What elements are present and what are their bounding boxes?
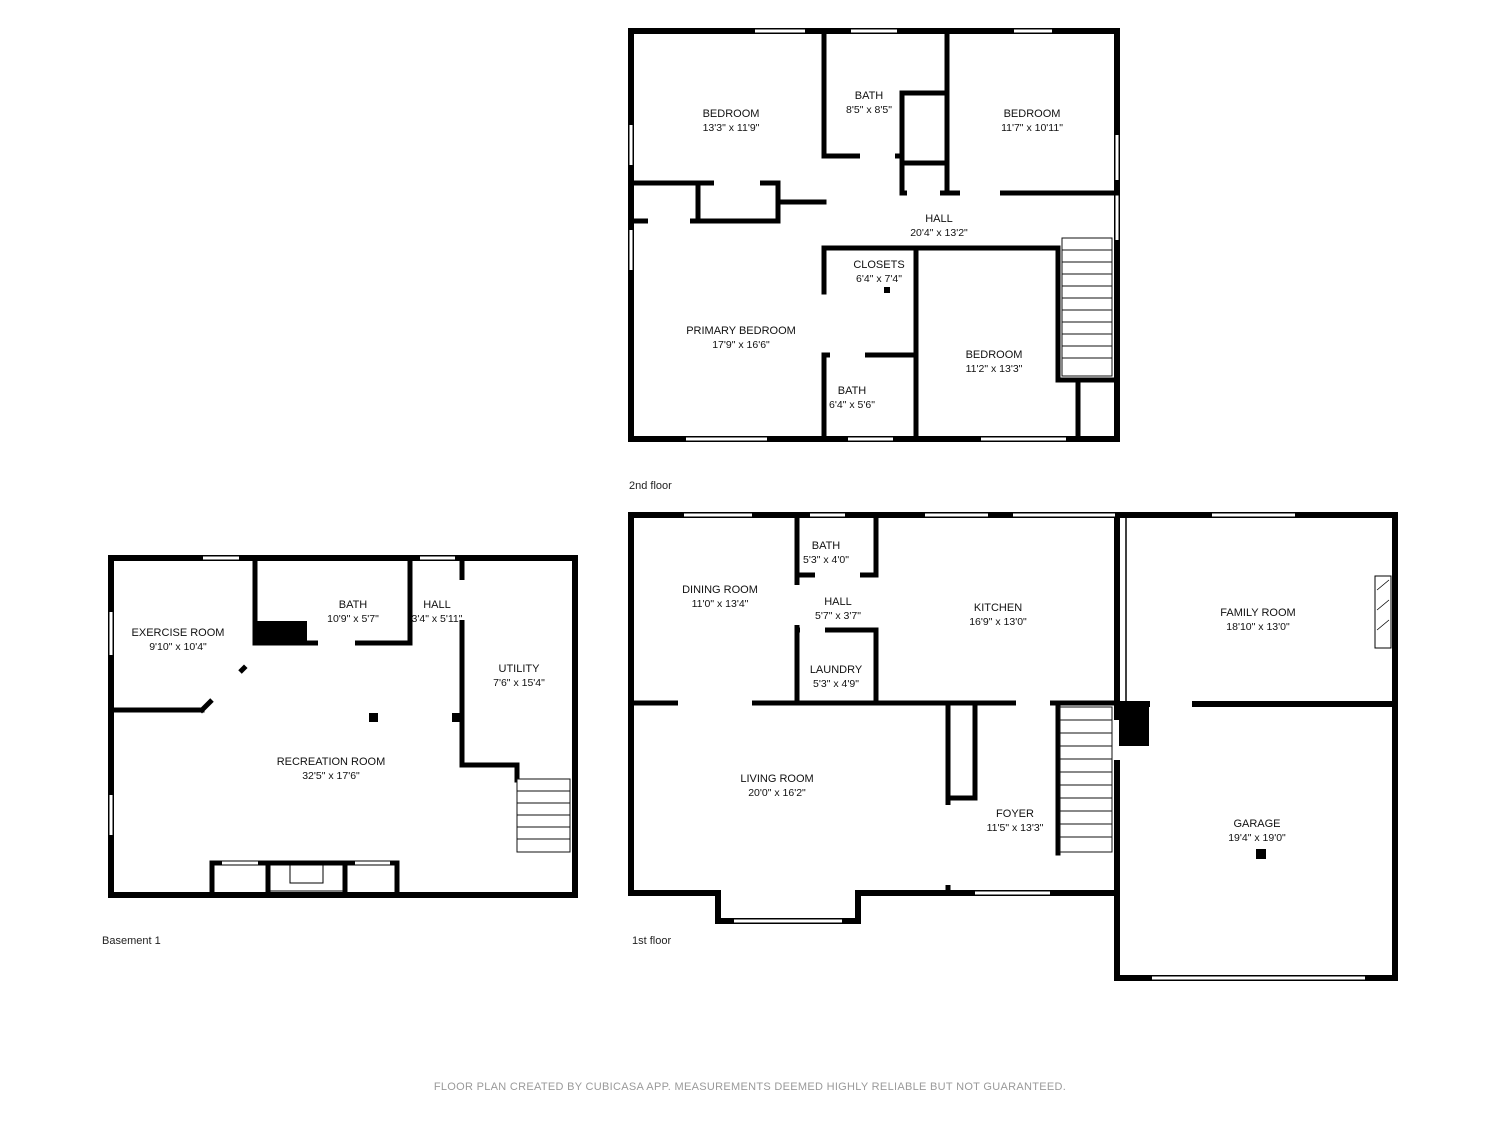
- room-dim-kitchen: 16'9" x 13'0": [969, 616, 1027, 628]
- room-dim-hall-2nd: 20'4" x 13'2": [910, 227, 968, 239]
- room-name-hall-basement: HALL: [423, 599, 451, 611]
- floor-label-2nd: 2nd floor: [629, 480, 672, 492]
- room-dim-exercise: 9'10" x 10'4": [149, 641, 207, 653]
- room-name-foyer: FOYER: [996, 808, 1034, 820]
- room-dim-foyer: 11'5" x 13'3": [987, 822, 1044, 834]
- room-dim-hall-1st: 5'7" x 3'7": [815, 610, 861, 622]
- room-name-bath-basement: BATH: [339, 599, 368, 611]
- room-name-bedroom-ne: BEDROOM: [1004, 108, 1061, 120]
- room-name-kitchen: KITCHEN: [974, 602, 1022, 614]
- room-name-living: LIVING ROOM: [740, 773, 813, 785]
- room-name-bedroom-se: BEDROOM: [966, 349, 1023, 361]
- room-name-primary-bedroom: PRIMARY BEDROOM: [686, 325, 796, 337]
- room-dim-bedroom-nw: 13'3" x 11'9": [703, 122, 760, 134]
- room-name-recreation: RECREATION ROOM: [277, 756, 386, 768]
- room-name-laundry: LAUNDRY: [810, 664, 863, 676]
- room-name-hall-2nd: HALL: [925, 213, 953, 225]
- room-dim-recreation: 32'5" x 17'6": [302, 770, 360, 782]
- stairs-1st-floor: [1059, 706, 1113, 853]
- room-name-bath-1st: BATH: [812, 540, 841, 552]
- room-name-closets: CLOSETS: [853, 259, 904, 271]
- room-name-utility: UTILITY: [499, 663, 541, 675]
- room-dim-hall-basement: 3'4" x 5'11": [412, 613, 463, 625]
- floor-label-basement: Basement 1: [102, 935, 161, 947]
- room-dim-closets: 6'4" x 7'4": [856, 273, 902, 285]
- room-dim-bath-1st: 5'3" x 4'0": [803, 554, 849, 566]
- room-name-bath-top: BATH: [855, 90, 884, 102]
- first-floor-plan: DINING ROOM 11'0" x 13'4" BATH 5'3" x 4'…: [628, 512, 1398, 981]
- stairs-basement: [516, 778, 571, 853]
- second-floor-plan: BEDROOM 13'3" x 11'9" BATH 8'5" x 8'5" B…: [628, 28, 1120, 492]
- room-dim-primary-bedroom: 17'9" x 16'6": [712, 339, 770, 351]
- room-dim-bedroom-se: 11'2" x 13'3": [966, 363, 1023, 375]
- room-name-family: FAMILY ROOM: [1220, 607, 1295, 619]
- room-dim-bath-bottom: 6'4" x 5'6": [829, 399, 875, 411]
- stairs-2nd-floor: [1061, 237, 1113, 377]
- room-name-garage: GARAGE: [1233, 818, 1280, 830]
- room-dim-bath-basement: 10'9" x 5'7": [327, 613, 379, 625]
- room-name-exercise: EXERCISE ROOM: [132, 627, 225, 639]
- footer-disclaimer: FLOOR PLAN CREATED BY CUBICASA APP. MEAS…: [434, 1081, 1066, 1093]
- room-dim-bath-top: 8'5" x 8'5": [846, 104, 892, 116]
- basement-plan: EXERCISE ROOM 9'10" x 10'4" BATH 10'9" x…: [102, 555, 578, 947]
- floor-label-1st: 1st floor: [632, 935, 671, 947]
- room-dim-laundry: 5'3" x 4'9": [813, 678, 859, 690]
- room-dim-dining: 11'0" x 13'4": [692, 598, 749, 610]
- room-dim-living: 20'0" x 16'2": [748, 787, 806, 799]
- room-name-dining: DINING ROOM: [682, 584, 758, 596]
- room-name-bath-bottom: BATH: [838, 385, 867, 397]
- room-name-bedroom-nw: BEDROOM: [703, 108, 760, 120]
- room-dim-utility: 7'6" x 15'4": [493, 677, 545, 689]
- room-dim-bedroom-ne: 11'7" x 10'11": [1001, 122, 1063, 134]
- room-dim-garage: 19'4" x 19'0": [1228, 832, 1286, 844]
- room-name-hall-1st: HALL: [824, 596, 852, 608]
- room-dim-family: 18'10" x 13'0": [1226, 621, 1290, 633]
